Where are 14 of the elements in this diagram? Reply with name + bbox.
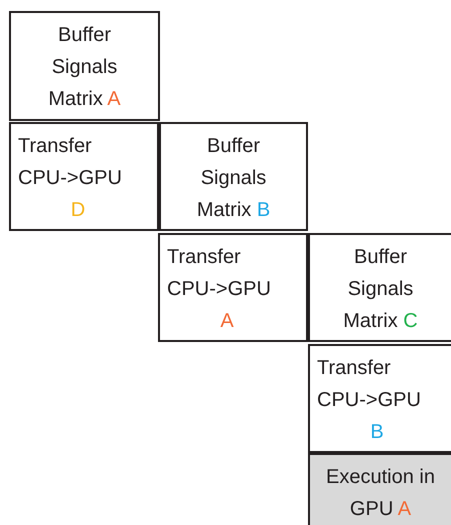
process-box bbox=[9, 122, 159, 231]
box-label: Transfer CPU->GPU D bbox=[18, 134, 123, 223]
box-label: Buffer Signals Matrix A bbox=[47, 23, 122, 112]
box-label: Execution in GPU A bbox=[326, 465, 436, 522]
process-box bbox=[159, 122, 308, 231]
process-box bbox=[158, 233, 308, 342]
process-box bbox=[308, 453, 451, 525]
box-label: Transfer CPU->GPU B bbox=[317, 356, 422, 445]
process-box bbox=[9, 11, 160, 121]
box-label: Buffer Signals Matrix C bbox=[342, 245, 419, 334]
process-box bbox=[308, 233, 451, 342]
box-label: Transfer CPU->GPU A bbox=[167, 245, 272, 334]
box-label: Buffer Signals Matrix B bbox=[196, 134, 272, 223]
process-box bbox=[308, 344, 451, 453]
